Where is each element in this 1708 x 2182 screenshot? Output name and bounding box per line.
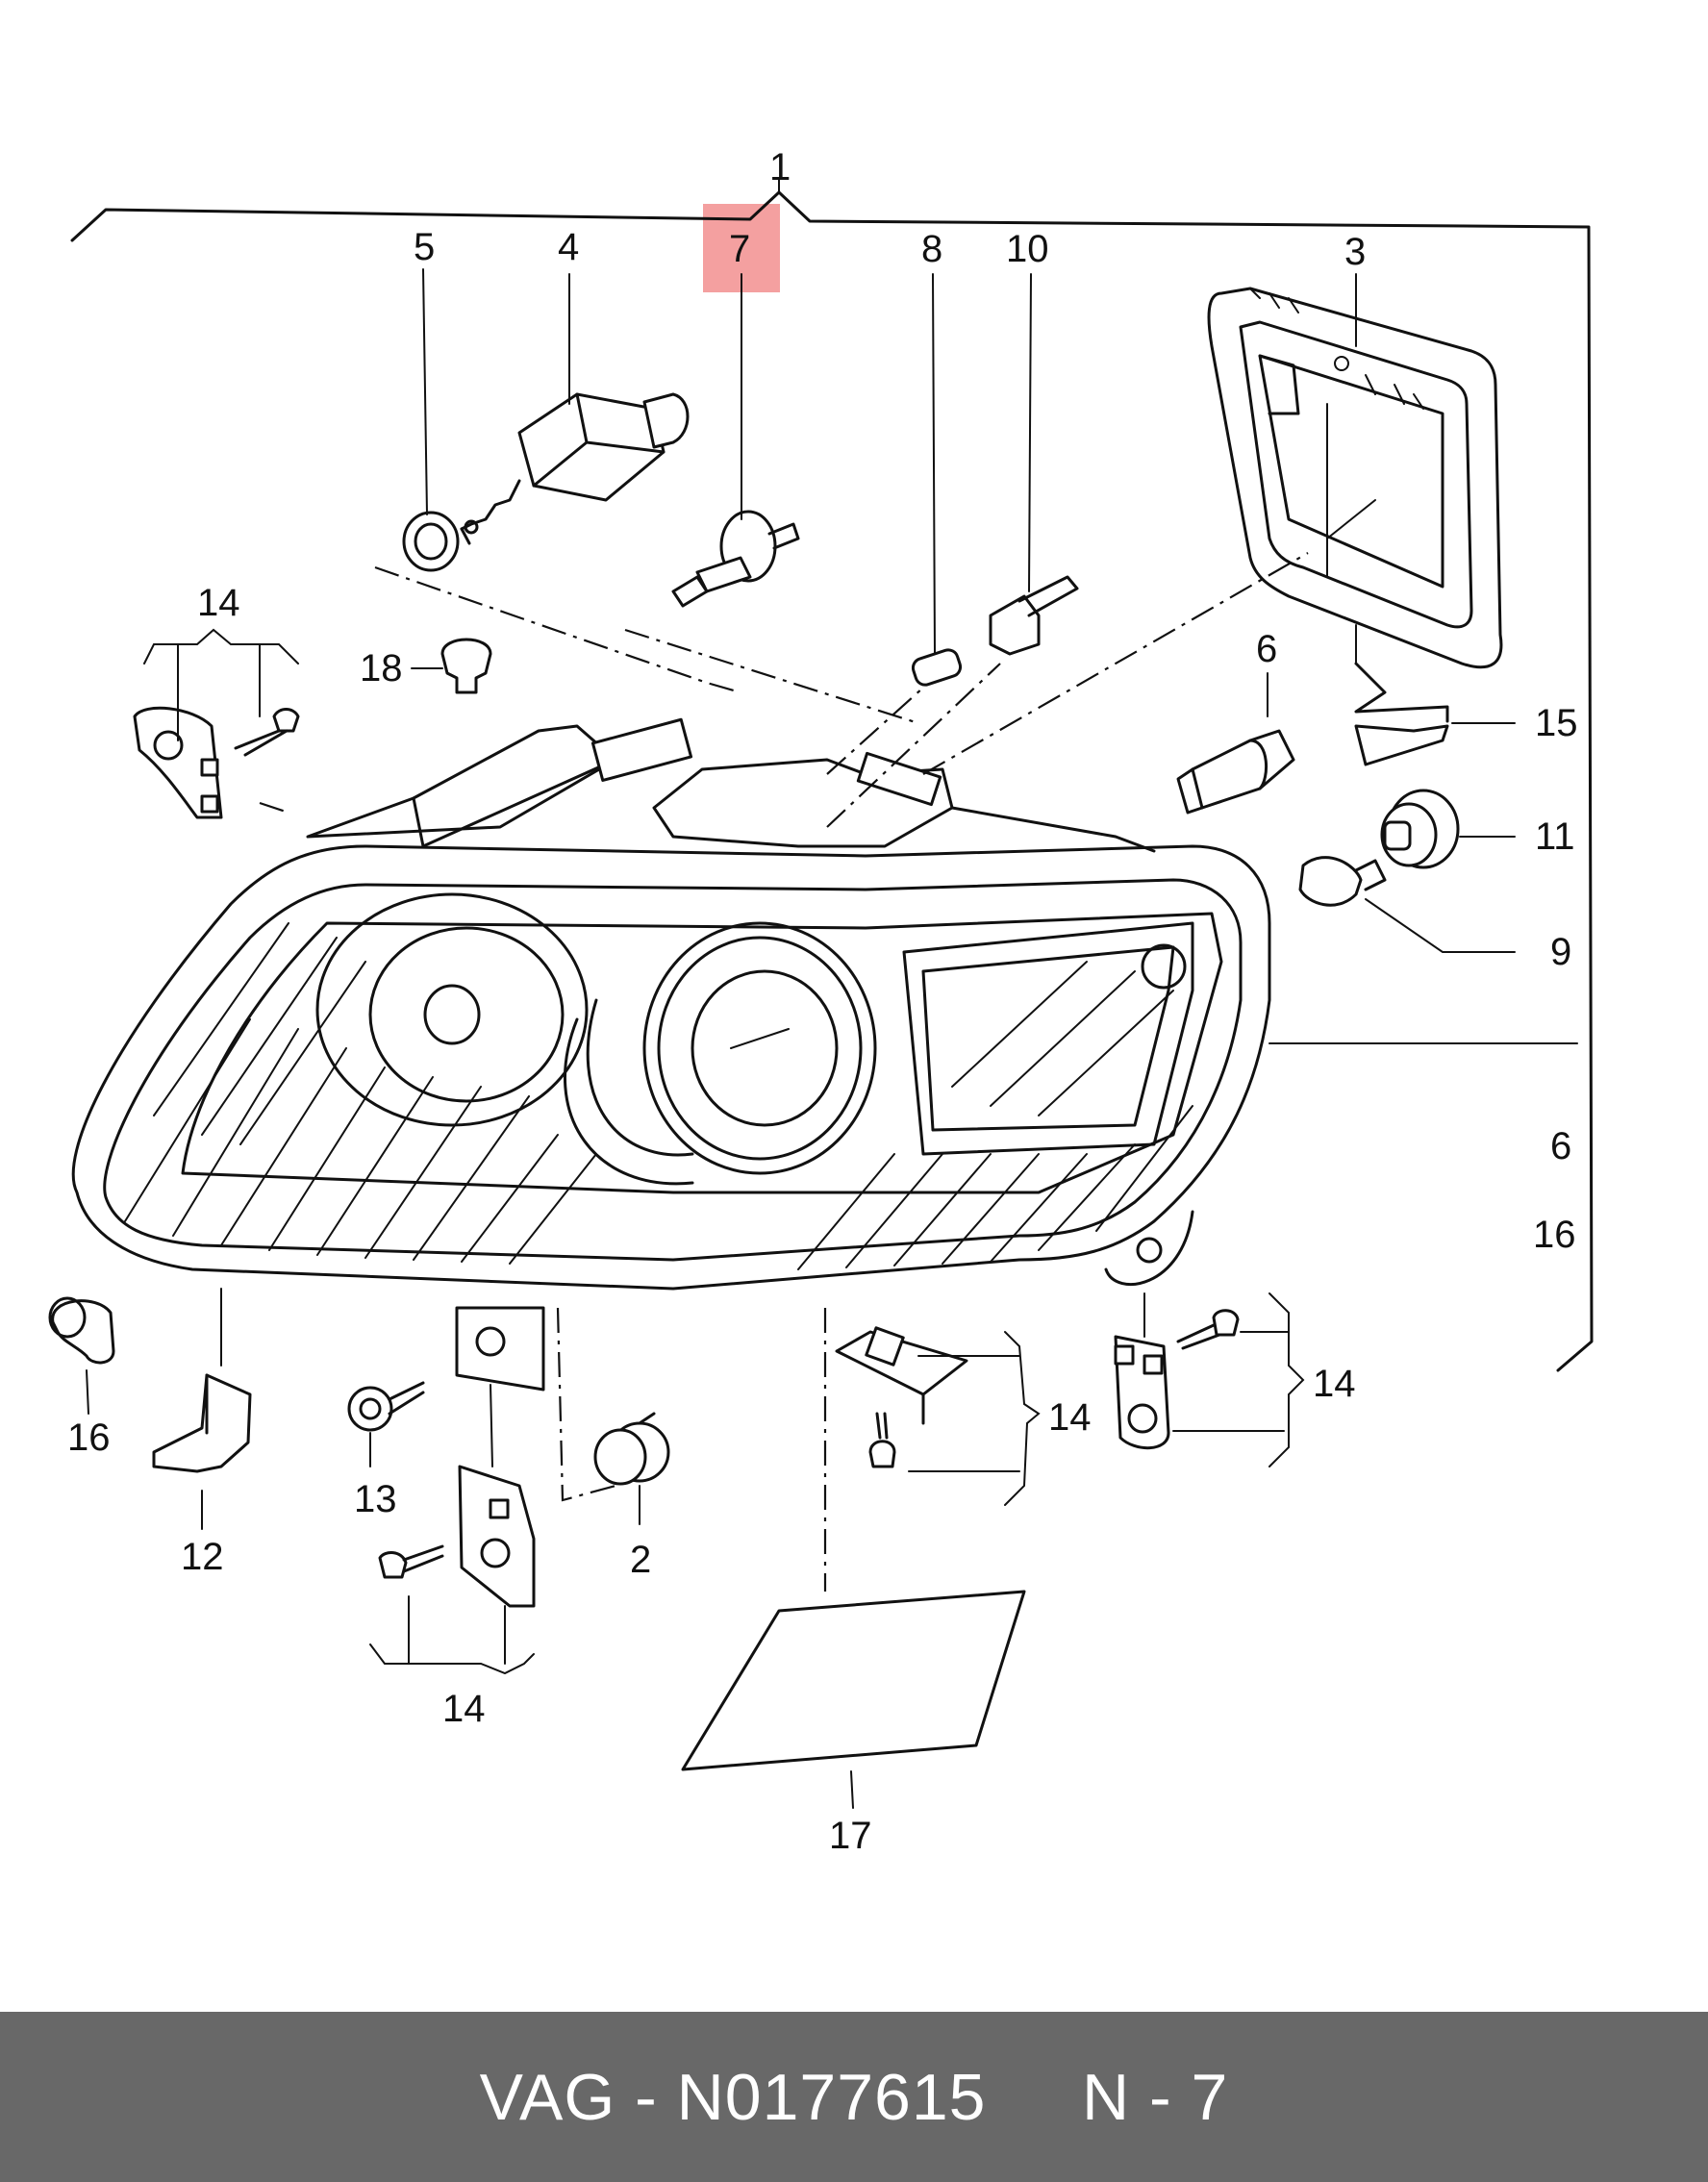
part-4-leveling-motor bbox=[460, 392, 690, 545]
part-13-screw bbox=[347, 1381, 425, 1432]
part-11-socket bbox=[1380, 789, 1460, 869]
label-16-right: 16 bbox=[1533, 1214, 1576, 1256]
part-14-bracket-upper-left bbox=[133, 706, 300, 819]
label-6-top: 6 bbox=[1256, 628, 1277, 670]
diagram-canvas: 1 5 4 7 8 10 3 14 18 6 15 11 9 6 16 14 1… bbox=[48, 146, 1594, 1857]
label-13: 13 bbox=[354, 1478, 397, 1520]
part-8-small-bulb bbox=[911, 648, 963, 687]
footer-bar: VAG - N0177615 N - 7 bbox=[0, 2012, 1708, 2182]
headlight-housing bbox=[71, 717, 1578, 1392]
label-17: 17 bbox=[829, 1815, 872, 1857]
part-14-bracket-right bbox=[1114, 1309, 1240, 1450]
label-1: 1 bbox=[769, 146, 791, 188]
part-5-seal-ring bbox=[402, 511, 460, 572]
part-10-socket bbox=[989, 575, 1079, 656]
part-17-lens-insert bbox=[681, 1590, 1026, 1771]
label-10: 10 bbox=[1006, 228, 1049, 270]
part-2-grommet bbox=[593, 1412, 670, 1486]
label-7: 7 bbox=[729, 228, 750, 270]
label-5: 5 bbox=[414, 226, 435, 268]
assembly-lines bbox=[259, 552, 1309, 1592]
label-15: 15 bbox=[1535, 702, 1578, 744]
part-14-bracket-bottom bbox=[378, 1465, 536, 1608]
part-6-bulb bbox=[1176, 729, 1295, 815]
label-9: 9 bbox=[1550, 931, 1571, 973]
label-14-right: 14 bbox=[1313, 1363, 1356, 1405]
part-number-caption: VAG - N0177615 N - 7 bbox=[479, 2060, 1229, 2134]
label-3: 3 bbox=[1344, 231, 1366, 273]
part-7-bulb bbox=[671, 510, 800, 608]
label-12: 12 bbox=[181, 1536, 224, 1578]
part-15-bracket bbox=[1354, 624, 1449, 766]
label-8: 8 bbox=[921, 228, 942, 270]
part-12-clip bbox=[152, 1373, 252, 1473]
part-16-cap-left bbox=[48, 1296, 115, 1365]
assembly-1-bracket bbox=[70, 190, 1594, 1372]
label-4: 4 bbox=[558, 226, 579, 268]
label-14-upper-left: 14 bbox=[197, 582, 240, 624]
label-16-left: 16 bbox=[67, 1417, 111, 1459]
leader-lines bbox=[86, 268, 1516, 1809]
label-6-side: 6 bbox=[1550, 1125, 1571, 1167]
part-3-rear-cover bbox=[1207, 287, 1503, 669]
label-11: 11 bbox=[1535, 815, 1575, 858]
label-18: 18 bbox=[360, 647, 403, 690]
brace-groups bbox=[143, 628, 1305, 1675]
part-18-clip bbox=[440, 638, 492, 694]
label-14-center: 14 bbox=[1048, 1396, 1092, 1439]
headlight-exploded-diagram: 1 5 4 7 8 10 3 14 18 6 15 11 9 6 16 14 1… bbox=[48, 146, 1594, 1857]
label-2: 2 bbox=[630, 1539, 651, 1581]
label-14-bottom: 14 bbox=[442, 1688, 486, 1730]
part-9-bulb bbox=[1298, 856, 1387, 907]
part-labels: 1 5 4 7 8 10 3 14 18 6 15 11 9 6 16 14 1… bbox=[67, 146, 1578, 1857]
part-14-bracket-center bbox=[835, 1326, 968, 1468]
